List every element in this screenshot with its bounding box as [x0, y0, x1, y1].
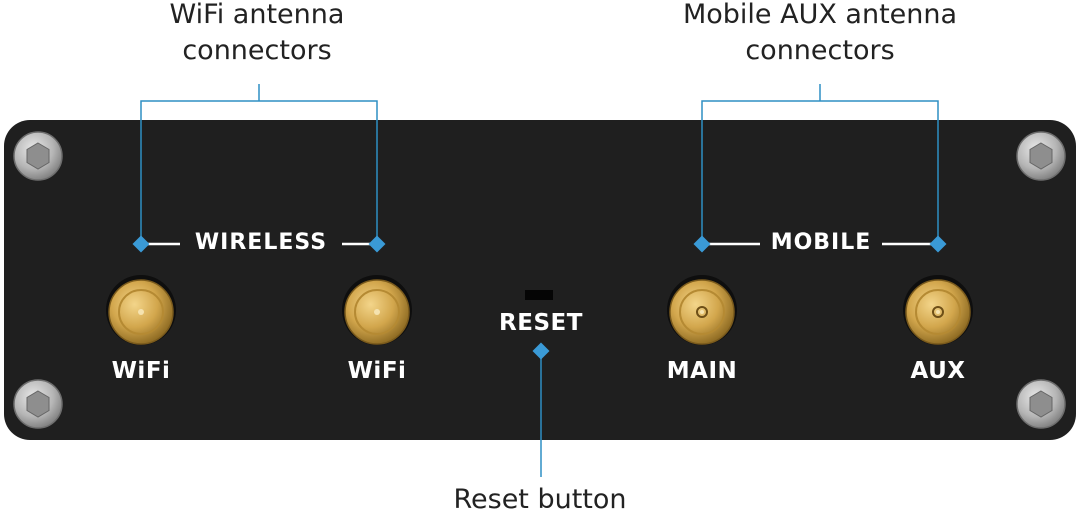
- connector-label-wifi-1: WiFi: [111, 358, 171, 384]
- reset-callout-text: Reset button: [453, 484, 627, 515]
- connector-label-aux: AUX: [910, 358, 966, 384]
- front-panel: [4, 120, 1076, 440]
- reset-button-callout: Reset button: [400, 482, 680, 518]
- reset-label: RESET: [499, 310, 583, 336]
- mobile-callout-line2: connectors: [745, 35, 895, 66]
- mobile-section-label: MOBILE: [770, 230, 872, 255]
- wireless-section-label: WIRELESS: [194, 230, 328, 255]
- reset-button-slot: [525, 290, 553, 300]
- wifi-connector-1: [106, 275, 176, 345]
- mobile-aux-connector: [903, 275, 973, 345]
- screw-top-right: [1016, 131, 1066, 181]
- wifi-connector-2: [342, 275, 412, 345]
- wifi-callout-line1: WiFi antenna: [169, 0, 345, 30]
- leader-lines: [140, 84, 939, 477]
- screw-bottom-left: [13, 379, 63, 429]
- mobile-antenna-callout: Mobile AUX antenna connectors: [650, 0, 990, 69]
- marker-diamonds: [132, 235, 947, 360]
- screw-bottom-right: [1016, 379, 1066, 429]
- wifi-callout-line2: connectors: [182, 35, 332, 66]
- mobile-callout-line1: Mobile AUX antenna: [682, 0, 958, 30]
- screw-top-left: [13, 131, 63, 181]
- mobile-main-connector: [667, 275, 737, 345]
- connector-label-wifi-2: WiFi: [347, 358, 407, 384]
- connector-label-main: MAIN: [666, 358, 738, 384]
- wifi-antenna-callout: WiFi antenna connectors: [97, 0, 417, 69]
